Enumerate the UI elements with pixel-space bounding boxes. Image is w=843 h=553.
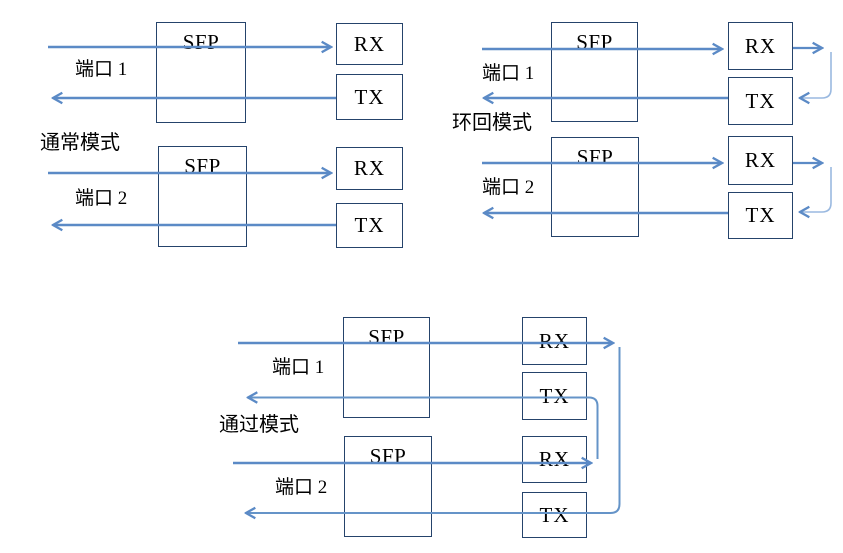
mode-label-passthrough: 通过模式 (219, 414, 299, 436)
rx-label: RX (538, 328, 571, 353)
elbow-loopback-port2 (800, 167, 832, 212)
sfp-box-loopback-port1: SFP (551, 22, 638, 122)
rx-box-passthrough-port2: RX (522, 436, 587, 483)
tx-box-loopback-port2: TX (728, 192, 793, 239)
rx-label: RX (744, 33, 777, 58)
sfp-box-passthrough-port1: SFP (343, 317, 430, 418)
sfp-label: SFP (184, 154, 221, 178)
tx-label: TX (745, 88, 776, 113)
rx-box-loopback-port1: RX (728, 22, 793, 70)
tx-label: TX (354, 213, 385, 237)
rx-box-loopback-port2: RX (728, 136, 793, 185)
sfp-label: SFP (576, 30, 613, 54)
sfp-label: SFP (369, 444, 407, 468)
rx-label: RX (744, 148, 777, 172)
sfp-label: SFP (368, 325, 405, 349)
port1-label-passthrough: 端口 1 (272, 357, 325, 378)
mode-label-normal: 通常模式 (40, 132, 120, 154)
port2-label-normal: 端口 2 (75, 188, 128, 209)
elbow-loopback-port1 (800, 52, 832, 98)
rx-box-passthrough-port1: RX (522, 317, 587, 365)
rx-box-normal-port2: RX (336, 147, 403, 190)
rx-label: RX (353, 156, 386, 180)
sfp-box-normal-port2: SFP (158, 146, 247, 247)
tx-label: TX (539, 383, 570, 408)
tx-label: TX (354, 84, 385, 109)
sfp-box-loopback-port2: SFP (551, 137, 639, 237)
tx-box-normal-port1: TX (336, 74, 403, 120)
tx-box-passthrough-port1: TX (522, 372, 587, 420)
sfp-label: SFP (182, 30, 220, 54)
tx-label: TX (539, 502, 570, 527)
sfp-box-normal-port1: SFP (156, 22, 246, 123)
tx-box-loopback-port1: TX (728, 77, 793, 125)
port2-label-loopback: 端口 2 (482, 177, 535, 198)
mode-label-loopback: 环回模式 (452, 112, 532, 134)
port2-label-passthrough: 端口 2 (275, 477, 328, 498)
rx-label: RX (538, 447, 571, 471)
sfp-label: SFP (576, 145, 614, 169)
sfp-box-passthrough-port2: SFP (344, 436, 432, 537)
rx-label: RX (353, 31, 386, 56)
tx-box-passthrough-port2: TX (522, 492, 587, 538)
tx-box-normal-port2: TX (336, 203, 403, 248)
tx-label: TX (745, 203, 776, 227)
port1-label-loopback: 端口 1 (482, 63, 535, 84)
port1-label-normal: 端口 1 (75, 59, 128, 80)
rx-box-normal-port1: RX (336, 23, 403, 65)
